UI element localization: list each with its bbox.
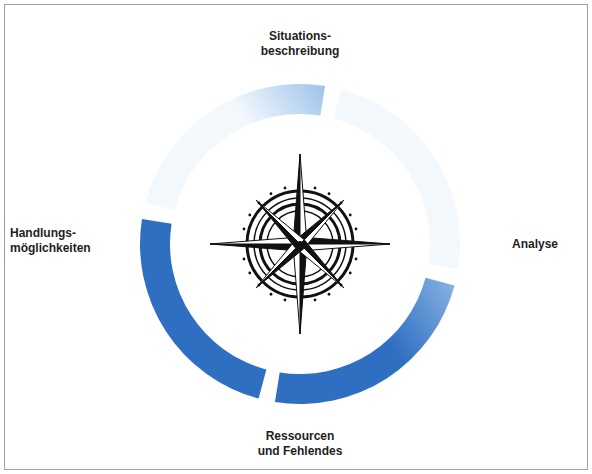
compass-dot — [248, 272, 251, 275]
stage-label: Ressourcen und Fehlendes — [256, 429, 344, 459]
cycle-ring — [140, 84, 460, 404]
compass-point — [293, 244, 300, 334]
compass-point — [300, 200, 344, 248]
compass-dot — [355, 258, 358, 261]
compass-point — [300, 244, 307, 334]
compass-dot — [349, 214, 352, 217]
compass-point — [296, 244, 344, 288]
compass-dot — [243, 258, 246, 261]
compass-dot — [270, 192, 273, 195]
compass-dot — [349, 272, 352, 275]
compass-dot — [314, 187, 317, 190]
compass-point — [293, 154, 300, 244]
compass-dot — [284, 299, 287, 302]
compass-dot — [270, 293, 273, 296]
compass-point — [210, 237, 300, 244]
stage-label: Analyse — [510, 237, 560, 252]
compass-dot — [243, 228, 246, 231]
compass-dot — [248, 214, 251, 217]
compass-point — [300, 244, 390, 251]
compass-dot — [284, 187, 287, 190]
compass-point — [256, 200, 304, 244]
compass-hub — [297, 241, 303, 247]
compass-point — [300, 154, 307, 244]
compass-dot — [328, 293, 331, 296]
stage-label: Situations- beschreibung — [259, 29, 341, 59]
compass-dot — [328, 192, 331, 195]
compass-point — [256, 240, 300, 288]
compass-rose — [210, 154, 390, 334]
compass-point — [210, 244, 300, 251]
stage-label: Handlungs- möglichkeiten — [10, 226, 94, 256]
frame-border — [5, 5, 588, 470]
compass-dot — [355, 228, 358, 231]
compass-dot — [314, 299, 317, 302]
compass-point — [300, 237, 390, 244]
